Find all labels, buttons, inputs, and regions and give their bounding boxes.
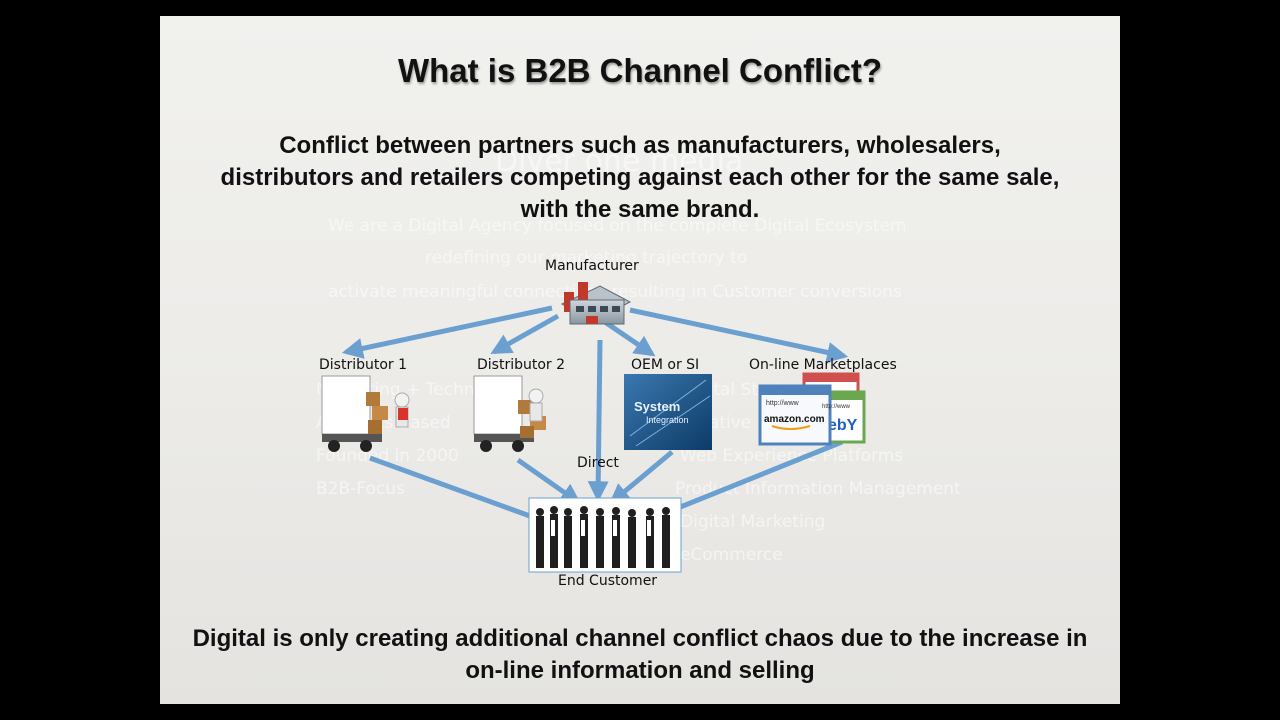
arrow-marketplaces-to-customer <box>654 439 843 520</box>
slide-subtitle: Conflict between partners such as manufa… <box>220 132 1060 223</box>
slide: Diver one media We are a Digital Agency … <box>160 16 1120 704</box>
factory-icon <box>560 282 632 325</box>
distributor-1-label: Distributor 1 <box>319 357 408 373</box>
amazon-text: amazon.com <box>764 414 825 425</box>
oem-label: OEM or SI <box>631 357 700 373</box>
arrow-direct <box>587 339 609 503</box>
arrow-to-distributor-2 <box>490 313 560 355</box>
flow-arrows <box>341 305 849 529</box>
end-customer-image <box>528 497 682 573</box>
watermark-right-4: Product Information Management <box>675 479 961 499</box>
marketplace-browsers-image: ebY http://www amazon.com http://www <box>758 372 866 446</box>
watermark-line-3: activate meaningful connections resultin… <box>328 282 902 302</box>
direct-label: Direct <box>577 455 619 471</box>
watermark-line-2: redefining our marketing trajectory to <box>425 248 748 268</box>
system-integration-text-2: Integration <box>646 415 689 425</box>
arrow-to-oem <box>600 317 656 357</box>
watermark-left-3: Founded in 2000 <box>316 446 459 466</box>
truck-icon-1 <box>321 375 410 452</box>
slide-title: What is B2B Channel Conflict? <box>397 52 882 89</box>
distributor-2-label: Distributor 2 <box>477 357 566 373</box>
arrow-distributor-1-to-customer <box>369 455 556 529</box>
watermark-right-6: eCommerce <box>680 545 783 565</box>
manufacturer-label: Manufacturer <box>545 258 639 274</box>
watermark-line-1: We are a Digital Agency focused on the c… <box>328 216 907 236</box>
channel-diagram: System Integration ebY http://www amazon… <box>321 282 866 573</box>
system-integration-text-1: System <box>634 399 680 414</box>
end-customer-label: End Customer <box>558 573 658 589</box>
arrow-to-marketplaces <box>629 307 849 363</box>
watermark-right-5: Digital Marketing <box>680 512 826 532</box>
ebay-text: ebY <box>828 417 858 434</box>
marketplaces-label: On-line Marketplaces <box>749 357 897 373</box>
watermark-right-3: Web Experience Platforms <box>680 446 904 466</box>
system-integration-image: System Integration <box>624 374 712 450</box>
truck-icon-2 <box>473 375 546 452</box>
url-text-1: http://www <box>766 400 800 407</box>
slide-footer: Digital is only creating additional chan… <box>192 625 1088 684</box>
arrow-distributor-2-to-customer <box>516 457 582 505</box>
watermark-heading: Diver one media <box>495 144 744 179</box>
arrow-to-distributor-1 <box>341 305 553 359</box>
url-text-2: http://www <box>822 404 851 410</box>
arrow-oem-to-customer <box>608 450 674 505</box>
watermark-left-4: B2B-Focus <box>316 479 405 499</box>
